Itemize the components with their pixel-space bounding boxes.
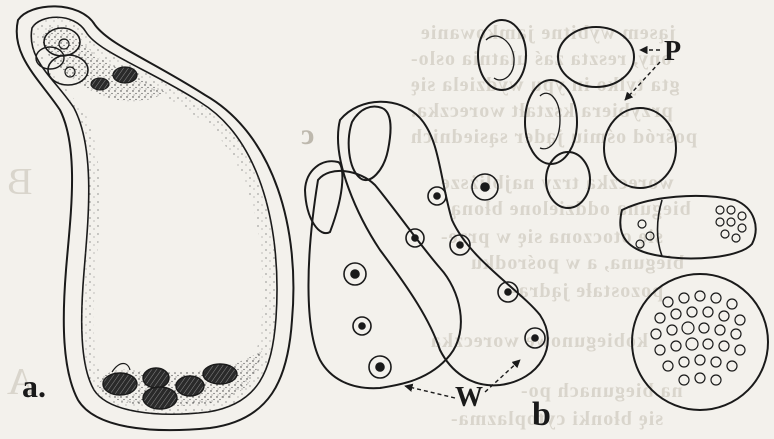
p-cell-1 xyxy=(558,27,634,87)
multinucleate-nuclei xyxy=(651,291,745,385)
panel-a-embryo-sac xyxy=(17,6,294,430)
antipodal-cell-2 xyxy=(143,368,169,388)
panel-b-cells xyxy=(305,20,768,410)
panel-label-b: b xyxy=(532,396,551,434)
w-nucleolus-4 xyxy=(457,242,463,248)
w-nucleolus-2 xyxy=(481,183,489,191)
antipodal-cell-1 xyxy=(103,373,137,395)
w-nucleolus-8 xyxy=(505,289,511,295)
annotation-w: W xyxy=(455,382,483,414)
cell-top-flap xyxy=(349,107,391,181)
antipodal-cell-5 xyxy=(203,364,237,384)
w-nuclei xyxy=(344,174,545,378)
cell-w-right xyxy=(338,102,548,386)
p-cell-2-fold xyxy=(486,36,514,80)
cell-left-flap xyxy=(305,161,342,233)
p-cell-4 xyxy=(604,108,676,188)
cell-w-left xyxy=(308,171,460,388)
w-nucleolus-7 xyxy=(376,363,384,371)
w-nucleolus-3 xyxy=(412,235,418,241)
w-nucleolus-1 xyxy=(434,193,440,199)
multinucleate-cell xyxy=(632,274,768,410)
p-cell-3-fold xyxy=(540,93,560,149)
p-cell-5 xyxy=(546,152,590,208)
polar-nucleus-2 xyxy=(91,78,109,90)
w-arrow-1 xyxy=(405,386,455,398)
p-arrow-2 xyxy=(625,62,660,100)
w-nucleolus-5 xyxy=(351,270,359,278)
antipodal-cell-3 xyxy=(143,387,177,409)
polar-nucleus-1 xyxy=(113,67,137,83)
w-nucleolus-9 xyxy=(532,335,538,341)
dividing-wall xyxy=(658,200,663,256)
w-arrow-2 xyxy=(485,360,520,392)
antipodal-cell-4 xyxy=(176,376,204,396)
annotation-p: P xyxy=(664,36,681,68)
w-nucleolus-6 xyxy=(359,323,365,329)
panel-label-a: a. xyxy=(22,368,46,405)
dividing-cell-nuclei xyxy=(636,206,746,248)
p-cells xyxy=(478,20,676,208)
